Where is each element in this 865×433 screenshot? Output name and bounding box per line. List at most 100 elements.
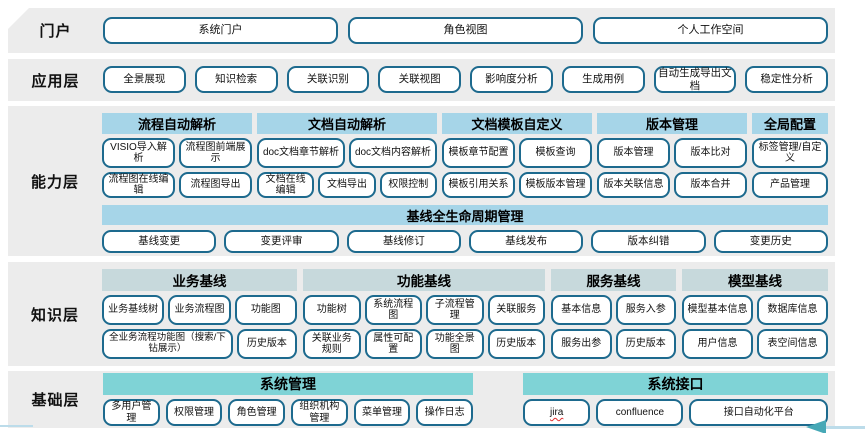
item-button[interactable]: 系统流程图 — [364, 295, 422, 325]
item-button[interactable]: 接口自动化平台 — [689, 399, 829, 426]
group-row: 基本信息服务入参 — [551, 295, 676, 325]
group-row: 关联业务规则属性可配置功能全景图历史版本 — [303, 329, 545, 359]
item-button[interactable]: 多用户管理 — [103, 399, 160, 426]
item-button[interactable]: 角色管理 — [228, 399, 286, 426]
item-label: 模板章节配置 — [448, 147, 509, 159]
item-button[interactable]: 用户信息 — [682, 329, 753, 359]
item-button[interactable]: 基线修订 — [346, 230, 461, 253]
item-button[interactable]: doc文档章节解析 — [257, 138, 345, 168]
bottom-right-line-decoration — [826, 426, 865, 429]
item-button[interactable]: 变更历史 — [713, 230, 828, 253]
group-row: 功能树系统流程图子流程管理关联服务 — [303, 295, 545, 325]
item-button[interactable]: 自动生成导出文档 — [653, 66, 737, 93]
item-button[interactable]: 组织机构管理 — [291, 399, 348, 426]
item-button[interactable]: 文档导出 — [318, 172, 376, 198]
item-label: 权限管理 — [174, 406, 214, 418]
item-button[interactable]: 模板查询 — [519, 138, 592, 168]
item-button[interactable]: 表空间信息 — [757, 329, 828, 359]
layer-band-base: 基础层 系统管理 多用户管理权限管理角色管理组织机构管理菜单管理操作日志 系统接… — [8, 371, 835, 428]
base-content: 系统管理 多用户管理权限管理角色管理组织机构管理菜单管理操作日志 系统接口 ji… — [103, 371, 835, 428]
item-button[interactable]: 版本比对 — [674, 138, 747, 168]
item-button[interactable]: 模板章节配置 — [442, 138, 515, 168]
item-button[interactable]: 数据库信息 — [757, 295, 828, 325]
application-button-row: 全景展现知识检索 关联识别 关联视图影响度分析生成用例自动生成导出文档稳定性分析 — [103, 66, 828, 93]
group-row: 流程图在线编辑 流程图导出 — [102, 172, 252, 198]
item-button[interactable]: 基本信息 — [551, 295, 612, 325]
item-button[interactable]: 全业务流程功能图（搜索/下钻展示） — [102, 329, 233, 359]
item-button[interactable]: 模型基本信息 — [682, 295, 753, 325]
item-button[interactable]: 版本管理 — [597, 138, 670, 168]
item-button[interactable]: 服务出参 — [551, 329, 612, 359]
item-label: 操作日志 — [424, 406, 465, 418]
item-label: 版本比对 — [690, 147, 731, 159]
item-button[interactable]: 产品管理 — [752, 172, 828, 198]
item-button[interactable]: 操作日志 — [416, 399, 474, 426]
item-button[interactable]: 历史版本 — [487, 329, 545, 359]
group-header: 模型基线 — [682, 269, 828, 291]
item-button[interactable]: 基线变更 — [102, 230, 217, 253]
item-button[interactable]: 版本纠错 — [591, 230, 706, 253]
item-button[interactable]: 文档在线编辑 — [257, 172, 315, 198]
item-button[interactable]: 个人工作空间 — [593, 17, 828, 44]
item-button[interactable]: 基线发布 — [468, 230, 584, 253]
item-button[interactable]: jira — [523, 399, 591, 426]
item-button[interactable]: 权限管理 — [165, 399, 223, 426]
group-doc-template: 文档模板自定义 模板章节配置模板查询 模板引用关系模板版本管理 — [442, 113, 592, 198]
item-button[interactable]: 版本关联信息 — [597, 172, 670, 198]
item-button[interactable]: 流程图导出 — [179, 172, 252, 198]
item-label: 基线修订 — [382, 235, 425, 248]
item-button[interactable]: 关联业务规则 — [303, 329, 361, 359]
item-button[interactable]: 历史版本 — [236, 329, 297, 359]
group-header: 服务基线 — [551, 269, 676, 291]
item-button[interactable]: VISIO导入解析 — [102, 138, 175, 168]
item-button[interactable]: 关联视图 — [378, 66, 461, 93]
item-button[interactable]: 影响度分析 — [470, 66, 553, 93]
item-button[interactable]: confluence — [596, 399, 684, 426]
item-label: 服务出参 — [561, 338, 602, 350]
item-button[interactable]: 业务基线树 — [102, 295, 165, 325]
item-button[interactable]: 属性可配置 — [364, 329, 422, 359]
item-label: 关联识别 — [306, 73, 349, 86]
item-button[interactable]: 关联服务 — [487, 295, 545, 325]
item-button[interactable]: 全景展现 — [103, 66, 186, 93]
item-button[interactable]: 系统门户 — [103, 17, 338, 44]
item-button[interactable]: 稳定性分析 — [745, 66, 828, 93]
item-button[interactable]: 模板版本管理 — [519, 172, 592, 198]
item-button[interactable]: 菜单管理 — [353, 399, 411, 426]
item-label: 流程图在线编辑 — [108, 173, 169, 197]
item-label: 基线发布 — [505, 235, 548, 248]
item-button[interactable]: 标签管理/自定义 — [752, 138, 828, 168]
item-button[interactable]: 流程图在线编辑 — [102, 172, 175, 198]
group-row: 用户信息表空间信息 — [682, 329, 828, 359]
item-button[interactable]: 服务入参 — [615, 295, 676, 325]
item-button[interactable]: 权限控制 — [379, 172, 437, 198]
group-row: 模型基本信息数据库信息 — [682, 295, 828, 325]
item-label: 流程图导出 — [190, 179, 241, 191]
group-function-baseline: 功能基线 功能树系统流程图子流程管理关联服务 关联业务规则属性可配置功能全景图历… — [303, 269, 545, 359]
item-button[interactable]: 功能图 — [234, 295, 297, 325]
item-label: 文档导出 — [326, 179, 367, 191]
group-header: 文档模板自定义 — [442, 113, 592, 134]
item-button[interactable]: doc文档内容解析 — [349, 138, 437, 168]
item-button[interactable]: 关联识别 — [286, 66, 370, 93]
item-button[interactable]: 业务流程图 — [168, 295, 231, 325]
item-button[interactable]: 流程图前端展示 — [179, 138, 252, 168]
item-label: 业务流程图 — [174, 304, 225, 316]
item-button[interactable]: 子流程管理 — [426, 295, 484, 325]
group-row: 版本关联信息版本合并 — [597, 172, 747, 198]
item-button[interactable]: 模板引用关系 — [442, 172, 515, 198]
item-button[interactable]: 知识检索 — [194, 66, 278, 93]
item-button[interactable]: 变更评审 — [224, 230, 339, 253]
group-row: 多用户管理 权限管理 角色管理组织机构管理菜单管理 操作日志 — [103, 399, 474, 426]
item-button[interactable]: 版本合并 — [674, 172, 747, 198]
item-button[interactable]: 生成用例 — [561, 66, 645, 93]
item-button[interactable]: 功能全景图 — [426, 329, 484, 359]
group-row: 全业务流程功能图（搜索/下钻展示）历史版本 — [102, 329, 297, 359]
group-row: VISIO导入解析流程图前端展示 — [102, 138, 252, 168]
item-button[interactable]: 历史版本 — [615, 329, 676, 359]
item-button[interactable]: 功能树 — [303, 295, 361, 325]
layer-label-capability: 能力层 — [30, 173, 79, 191]
item-button[interactable]: 角色视图 — [348, 17, 583, 44]
